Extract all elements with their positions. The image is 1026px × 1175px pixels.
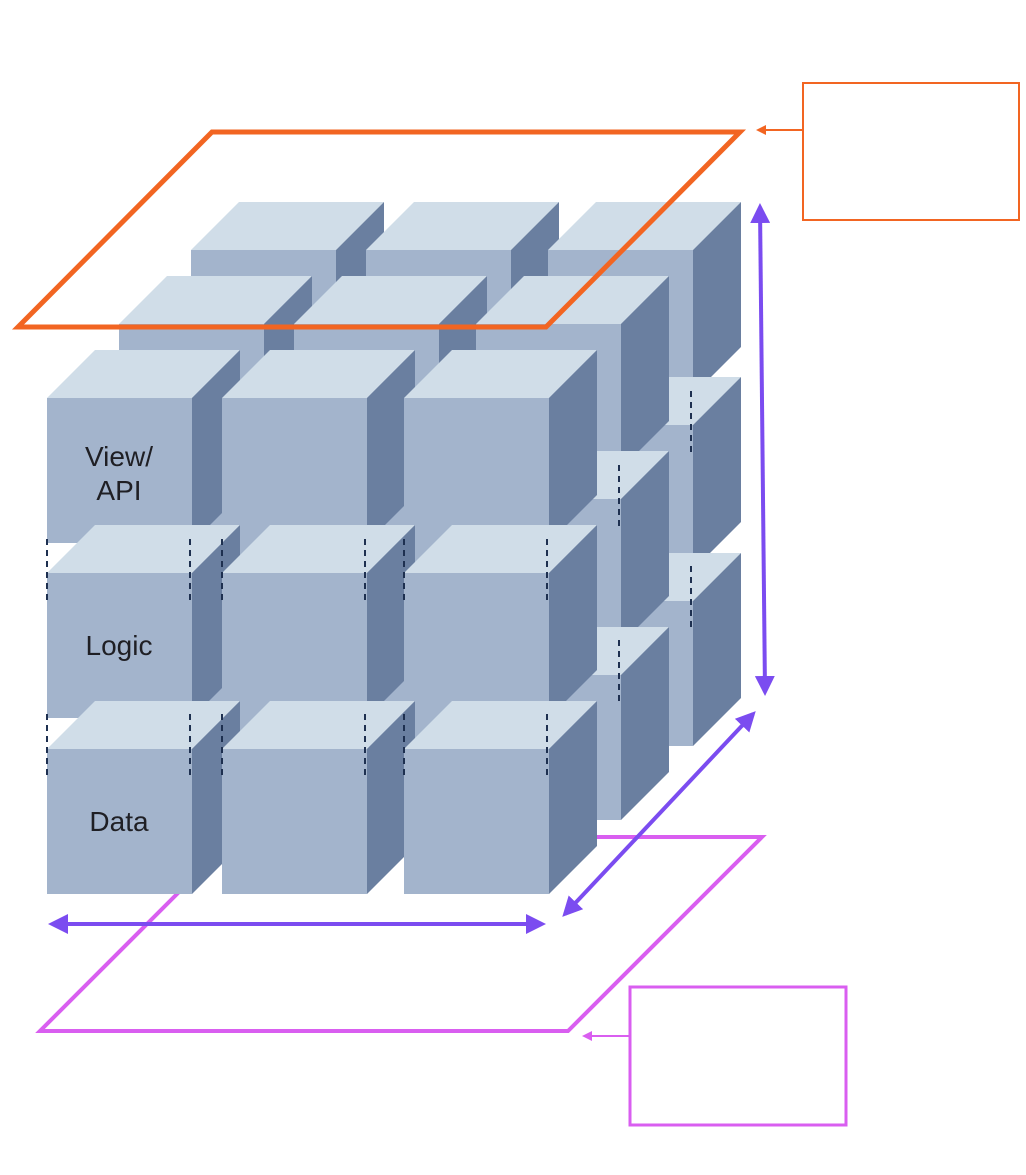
z-axis-scale-arrow — [562, 711, 756, 917]
cube-top-face — [47, 525, 240, 573]
cube-front-data-col2 — [222, 701, 415, 894]
bottom-callout-box — [628, 985, 848, 1127]
cube-top-face — [222, 701, 415, 749]
cube-front-face — [222, 573, 367, 718]
cube-front-face — [222, 749, 367, 894]
cube-top-face — [404, 350, 597, 398]
cube-top-face — [47, 350, 240, 398]
cube-top-face — [404, 525, 597, 573]
cube-top-face — [294, 276, 487, 324]
cube-side-face — [549, 350, 597, 543]
cube-front-face — [47, 749, 192, 894]
layer-label-logic: Logic — [86, 630, 153, 661]
cube-side-face — [549, 525, 597, 718]
cube-front-logic-col1 — [47, 525, 240, 718]
cube-top-face — [222, 350, 415, 398]
cube-front-view-api-col3 — [404, 350, 597, 543]
cube-front-logic-col3 — [404, 525, 597, 718]
cube-top-face — [119, 276, 312, 324]
cube-front-face — [222, 398, 367, 543]
cube-side-face — [693, 553, 741, 746]
layer-label-view-api-line2: API — [96, 475, 141, 506]
cube-top-face — [47, 701, 240, 749]
cube-side-face — [621, 451, 669, 644]
cube-front-face — [404, 398, 549, 543]
cube-top-face — [404, 701, 597, 749]
cube-top-face — [222, 525, 415, 573]
cube-side-face — [693, 377, 741, 570]
cube-front-face — [47, 398, 192, 543]
cube-side-face — [367, 350, 415, 543]
layer-label-view-api-line1: View/ — [85, 441, 153, 472]
cube-front-view-api-col2 — [222, 350, 415, 543]
cube-front-data-col1 — [47, 701, 240, 894]
cube-top-face — [366, 202, 559, 250]
cube-front-data-col3 — [404, 701, 597, 894]
cube-front-face — [47, 573, 192, 718]
cube-side-face — [621, 276, 669, 469]
top-callout-box — [802, 82, 1020, 221]
cube-top-face — [191, 202, 384, 250]
cube-front-face — [404, 573, 549, 718]
top-plane-outline — [11, 129, 747, 330]
cube-front-face — [404, 749, 549, 894]
y-axis-scale-arrow — [750, 203, 775, 696]
layer-label-data: Data — [89, 806, 149, 837]
cube-grid — [46, 202, 741, 894]
cube-front-logic-col2 — [222, 525, 415, 718]
cube-side-face — [693, 202, 741, 395]
